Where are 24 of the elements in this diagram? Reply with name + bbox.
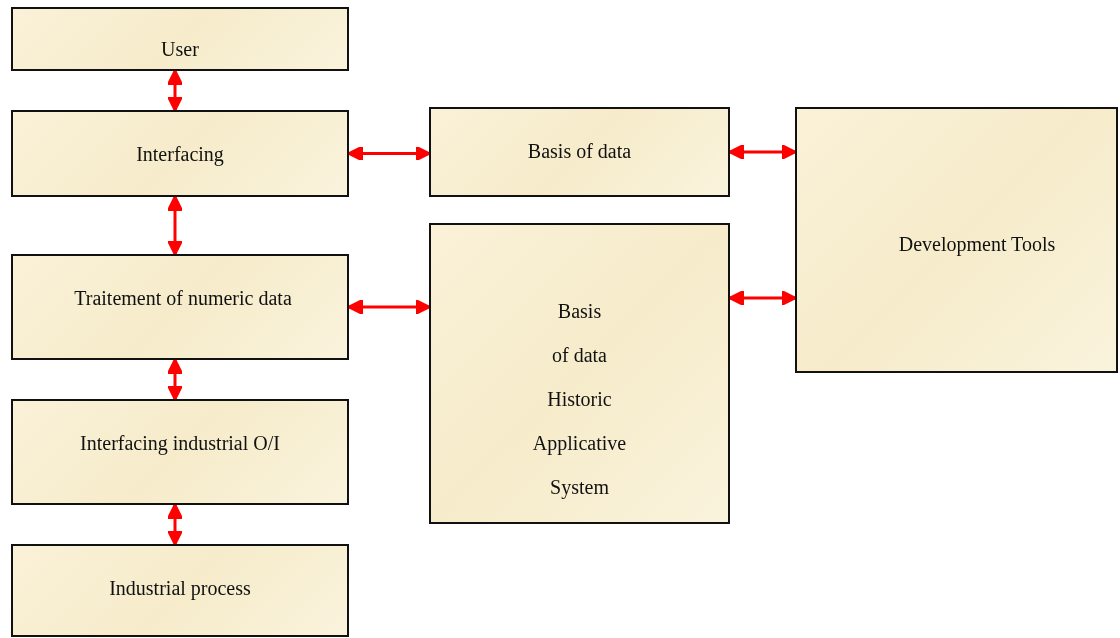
box-label: User [160, 37, 200, 61]
process-box [11, 254, 349, 360]
double-arrow [166, 503, 184, 546]
box-label: Historic [546, 387, 613, 411]
box-label: of data [551, 343, 608, 367]
box-label: Interfacing [135, 142, 225, 166]
box-label: System [549, 475, 610, 499]
double-arrow [166, 195, 184, 256]
process-box [11, 544, 349, 637]
box-label: Applicative [531, 431, 628, 455]
process-box [11, 7, 349, 71]
process-box [429, 107, 730, 197]
process-box [11, 110, 349, 197]
box-label: Basis of data [526, 139, 633, 163]
box-label: Traitement of numeric data [73, 286, 293, 310]
box-label: Interfacing industrial O/I [79, 431, 281, 455]
box-label: Industrial process [108, 576, 252, 600]
process-box [795, 107, 1118, 373]
process-box [429, 223, 730, 524]
box-label: Development Tools [897, 232, 1057, 256]
double-arrow [166, 358, 184, 401]
box-label: Basis [556, 299, 603, 323]
double-arrow [166, 69, 184, 112]
process-box [11, 399, 349, 505]
